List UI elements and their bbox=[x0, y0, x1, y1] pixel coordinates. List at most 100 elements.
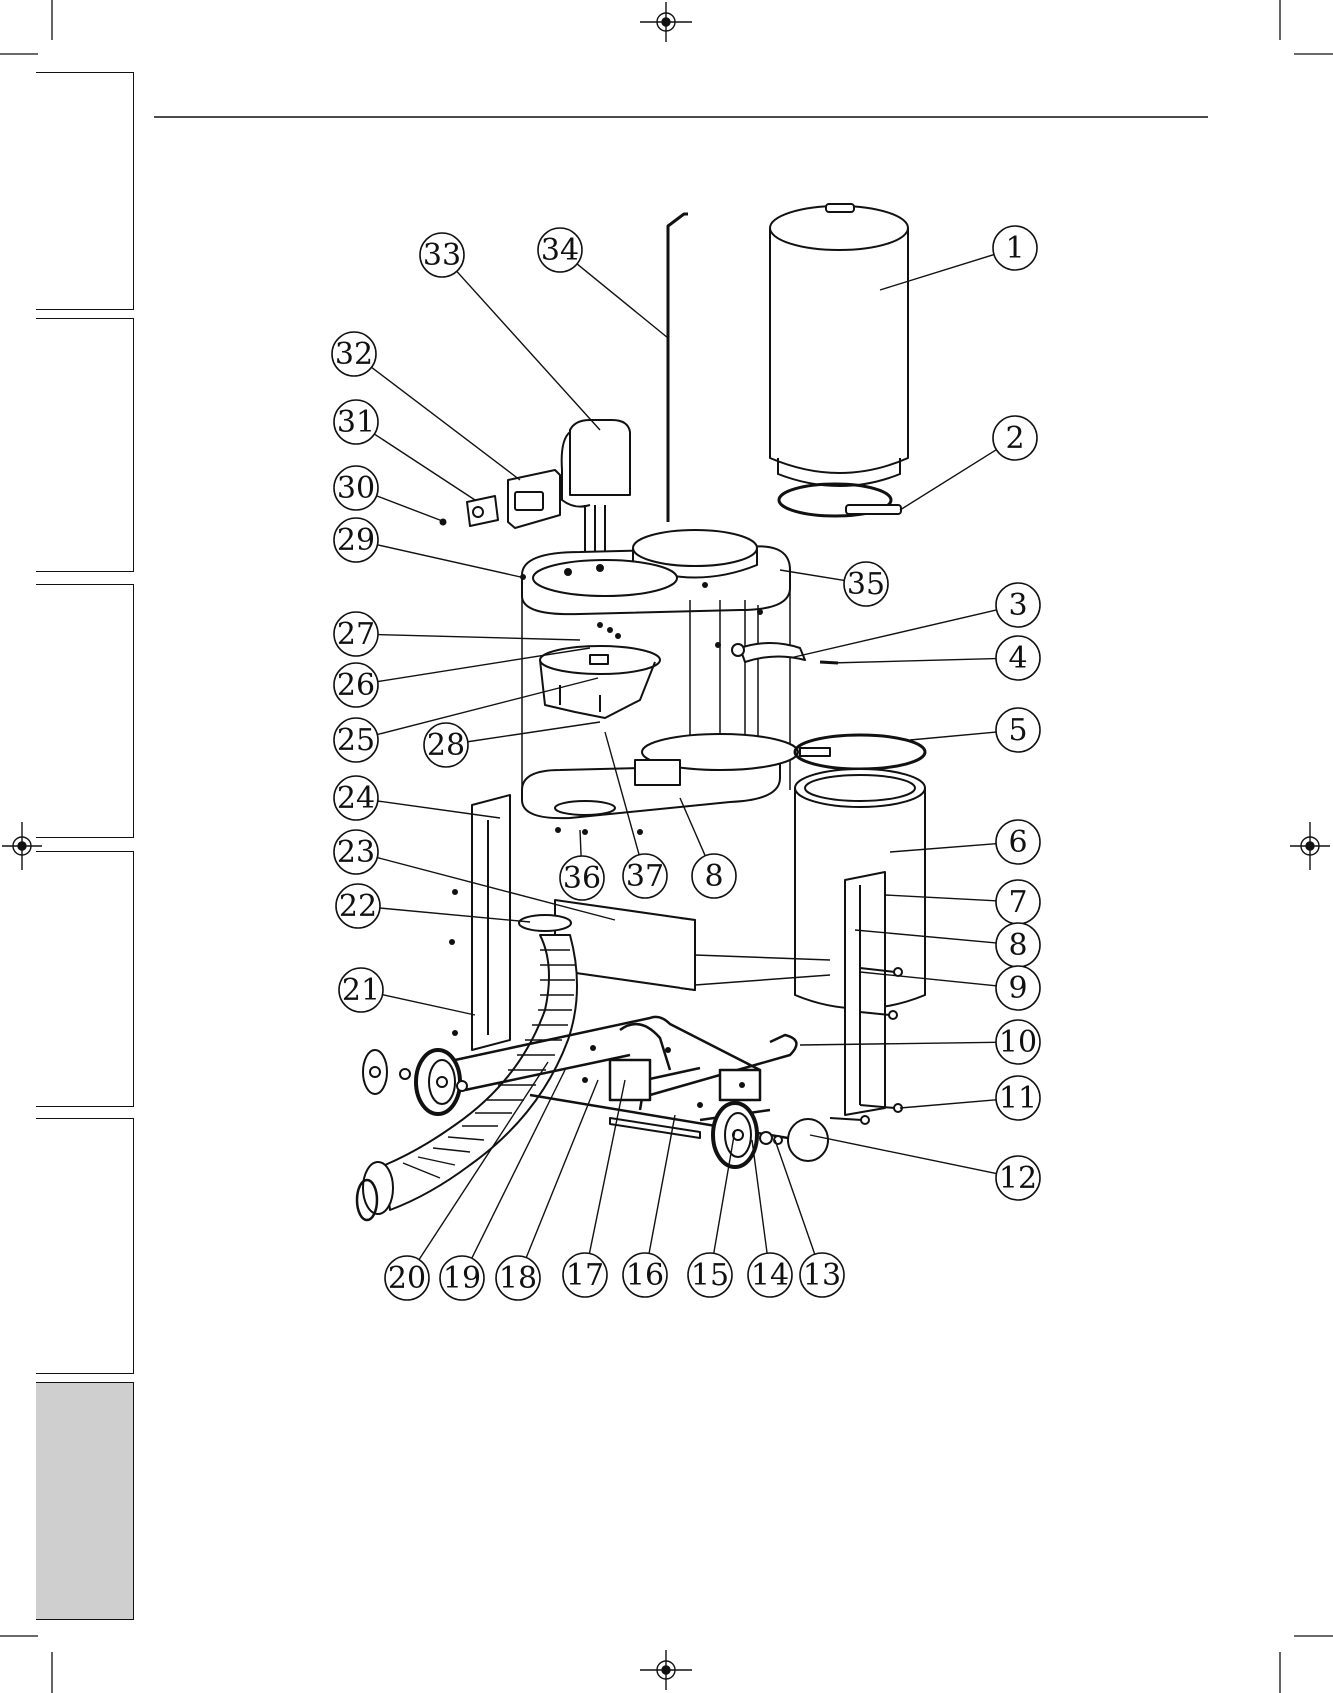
callout-15-14[interactable]: 15 bbox=[688, 1253, 732, 1297]
callout-number-7-6: 7 bbox=[1008, 885, 1027, 920]
left-wheel-assembly bbox=[363, 1050, 467, 1114]
callout-number-21-20: 21 bbox=[342, 973, 380, 1008]
callout-6-5[interactable]: 6 bbox=[996, 820, 1040, 864]
callout-21-20[interactable]: 21 bbox=[339, 968, 383, 1012]
part-1-filter-bag bbox=[770, 204, 908, 486]
callout-36-35[interactable]: 36 bbox=[560, 856, 604, 900]
callout-number-25-24: 25 bbox=[337, 723, 375, 758]
part-12-hub-cap bbox=[788, 1119, 828, 1161]
callout-1-0[interactable]: 1 bbox=[993, 226, 1037, 270]
part-24-left-support bbox=[472, 795, 510, 1050]
part-5-lower-clamp bbox=[795, 735, 925, 769]
callout-11-10[interactable]: 11 bbox=[996, 1076, 1040, 1120]
callout-8-37[interactable]: 8 bbox=[692, 854, 736, 898]
callout-number-9-8: 9 bbox=[1008, 971, 1027, 1006]
part-31-switch-plate bbox=[467, 496, 498, 526]
callout-2-1[interactable]: 2 bbox=[993, 416, 1037, 460]
callout-7-6[interactable]: 7 bbox=[996, 880, 1040, 924]
callout-31-30[interactable]: 31 bbox=[334, 400, 378, 444]
callout-number-37-36: 37 bbox=[626, 859, 664, 894]
part-32-switch-box bbox=[508, 470, 560, 528]
callout-10-9[interactable]: 10 bbox=[996, 1020, 1040, 1064]
part-21-hose bbox=[357, 935, 577, 1220]
leader-line-28-27 bbox=[468, 722, 600, 742]
callout-3-2[interactable]: 3 bbox=[996, 583, 1040, 627]
callout-number-14-13: 14 bbox=[751, 1258, 789, 1293]
callout-9-8[interactable]: 9 bbox=[996, 966, 1040, 1010]
callout-18-17[interactable]: 18 bbox=[496, 1256, 540, 1300]
part-7-right-support bbox=[845, 872, 885, 1115]
callout-5-4[interactable]: 5 bbox=[996, 708, 1040, 752]
part-33-motor bbox=[562, 420, 630, 560]
callout-number-29-28: 29 bbox=[337, 523, 375, 558]
callout-20-19[interactable]: 20 bbox=[385, 1256, 429, 1300]
part-25-impeller bbox=[540, 646, 660, 718]
leader-line-29-28 bbox=[377, 545, 525, 578]
callout-number-34-33: 34 bbox=[541, 233, 579, 268]
callout-26-25[interactable]: 26 bbox=[334, 663, 378, 707]
callout-19-18[interactable]: 19 bbox=[440, 1256, 484, 1300]
callout-number-27-26: 27 bbox=[337, 617, 375, 652]
part-36-lower-housing bbox=[522, 734, 798, 818]
part-3-handle bbox=[732, 643, 805, 662]
callout-25-24[interactable]: 25 bbox=[334, 718, 378, 762]
callout-number-8-7: 8 bbox=[1008, 928, 1027, 963]
callout-17-16[interactable]: 17 bbox=[563, 1253, 607, 1297]
callout-30-29[interactable]: 30 bbox=[334, 466, 378, 510]
callout-number-19-18: 19 bbox=[443, 1261, 481, 1296]
leader-line-34-33 bbox=[577, 264, 668, 338]
leader-line-3-2 bbox=[790, 610, 997, 658]
callout-12-11[interactable]: 12 bbox=[996, 1156, 1040, 1200]
callout-29-28[interactable]: 29 bbox=[334, 518, 378, 562]
callout-33-32[interactable]: 33 bbox=[420, 233, 464, 277]
part-22-hose-collar bbox=[519, 915, 571, 931]
callout-number-6-5: 6 bbox=[1008, 825, 1027, 860]
callout-number-8-37: 8 bbox=[704, 859, 723, 894]
registration-mark-left bbox=[2, 822, 42, 870]
callout-13-12[interactable]: 13 bbox=[800, 1253, 844, 1297]
callout-28-27[interactable]: 28 bbox=[424, 723, 468, 767]
leader-line-14-13 bbox=[752, 1140, 767, 1253]
leader-line-33-32 bbox=[457, 271, 600, 430]
callout-37-36[interactable]: 37 bbox=[623, 854, 667, 898]
registration-mark-right bbox=[1290, 822, 1330, 870]
leader-line-36-35 bbox=[580, 830, 581, 856]
callout-34-33[interactable]: 34 bbox=[538, 228, 582, 272]
callout-number-35-34: 35 bbox=[847, 567, 885, 602]
callout-number-10-9: 10 bbox=[999, 1025, 1037, 1060]
leader-line-30-29 bbox=[377, 496, 445, 522]
callout-number-20-19: 20 bbox=[388, 1261, 426, 1296]
callout-16-15[interactable]: 16 bbox=[623, 1253, 667, 1297]
leader-line-4-3 bbox=[830, 659, 996, 663]
leader-line-31-30 bbox=[374, 434, 475, 500]
callout-number-30-29: 30 bbox=[337, 471, 375, 506]
leader-line-32-31 bbox=[372, 367, 520, 480]
part-15-right-wheel bbox=[713, 1103, 757, 1167]
callout-number-22-21: 22 bbox=[339, 889, 377, 924]
callout-number-28-27: 28 bbox=[427, 728, 465, 763]
callout-32-31[interactable]: 32 bbox=[332, 332, 376, 376]
callout-number-32-31: 32 bbox=[335, 337, 373, 372]
callout-number-3-2: 3 bbox=[1008, 588, 1027, 623]
callout-14-13[interactable]: 14 bbox=[748, 1253, 792, 1297]
leader-line-2-1 bbox=[900, 450, 996, 510]
callout-27-26[interactable]: 27 bbox=[334, 612, 378, 656]
registration-mark-top bbox=[640, 2, 692, 42]
parts-artwork bbox=[357, 204, 925, 1220]
callout-22-21[interactable]: 22 bbox=[336, 884, 380, 928]
callout-8-7[interactable]: 8 bbox=[996, 923, 1040, 967]
callout-35-34[interactable]: 35 bbox=[844, 562, 888, 606]
callout-24-23[interactable]: 24 bbox=[334, 776, 378, 820]
leader-line-18-17 bbox=[526, 1080, 598, 1258]
part-2-clamp-ring bbox=[779, 484, 901, 516]
callout-number-24-23: 24 bbox=[337, 781, 375, 816]
callout-number-1-0: 1 bbox=[1005, 231, 1024, 266]
callout-4-3[interactable]: 4 bbox=[996, 636, 1040, 680]
leader-line-12-11 bbox=[810, 1135, 996, 1174]
callout-number-26-25: 26 bbox=[337, 668, 375, 703]
registration-mark-bottom bbox=[640, 1650, 692, 1690]
callout-number-4-3: 4 bbox=[1008, 641, 1027, 676]
callout-23-22[interactable]: 23 bbox=[334, 830, 378, 874]
